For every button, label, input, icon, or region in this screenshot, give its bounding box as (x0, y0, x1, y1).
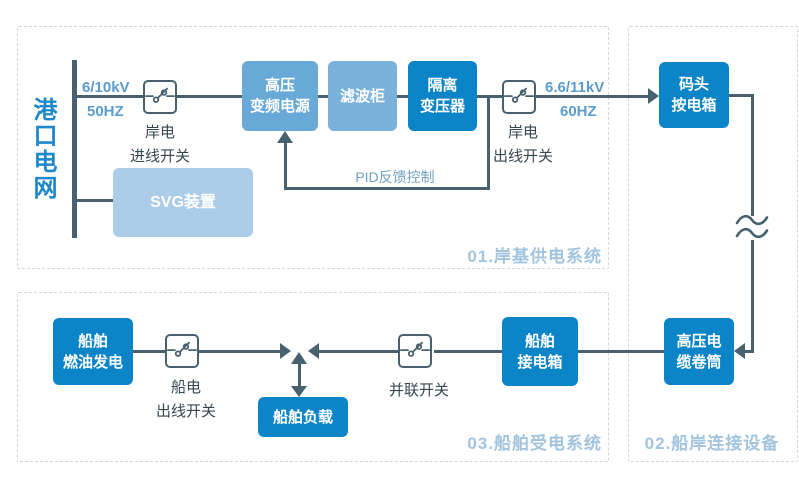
label-line: 出线开关 (155, 403, 216, 420)
dock-power-box-node: 码头 按电箱 (659, 62, 729, 128)
disconnect-switch-icon (504, 87, 534, 103)
arrow-left-icon (734, 343, 745, 359)
connector-dock-box-out (729, 94, 754, 97)
connector-drop-upper (751, 94, 754, 216)
input-frequency-label: 50HZ (87, 103, 124, 120)
pid-feedback-label: PID反馈控制 (355, 169, 435, 185)
node-label: 接电箱 (517, 353, 563, 371)
cable-break-icon (735, 214, 769, 239)
connector-outgoing-switch-to-dock-box (536, 95, 649, 98)
label-line: 出线开关 (492, 148, 553, 165)
pid-loop-left-line (284, 142, 287, 189)
ship-receive-box-node: 船舶 接电箱 (502, 317, 578, 386)
disconnect-switch-icon (145, 87, 175, 103)
parallel-switch-icon (398, 334, 432, 368)
arrow-down-icon (291, 386, 307, 397)
connector-ship-switch-to-junction (199, 350, 281, 353)
pid-loop-right-line (487, 96, 490, 190)
arrow-left-icon (308, 343, 319, 359)
ship-generator-node: 船舶 燃油发电 (53, 318, 133, 385)
arrow-up-icon (277, 131, 293, 143)
node-label: 滤波柜 (339, 87, 385, 105)
node-label: 变频电源 (249, 98, 310, 115)
node-label: SVG装置 (150, 194, 216, 211)
section-title-connection: 02.船岸连接设备 (644, 434, 780, 453)
label-line: 岸电 (144, 124, 175, 141)
output-frequency-label: 60HZ (560, 103, 597, 120)
arrow-right-icon (648, 88, 659, 104)
connector-generator-to-ship-switch (133, 350, 165, 353)
section-connection-frame (628, 26, 798, 462)
node-label: 高压电 (676, 332, 722, 350)
filter-cabinet-node: 滤波柜 (328, 61, 397, 131)
shore-outgoing-switch-label: 岸电 出线开关 (468, 121, 578, 169)
disconnect-switch-icon (400, 341, 430, 357)
label-line: 并联开关 (388, 382, 449, 399)
output-voltage-label: 6.6/11kV (545, 79, 605, 96)
shore-outgoing-switch-icon (502, 80, 536, 114)
node-label: 燃油发电 (62, 353, 123, 371)
shore-incoming-switch-icon (143, 80, 177, 114)
port-grid-label: 港口电网 (29, 97, 56, 201)
cable-reel-node: 高压电 缆卷筒 (664, 318, 734, 385)
section-title-shore-supply: 01.岸基供电系统 (467, 247, 602, 266)
arrow-right-icon (280, 343, 291, 359)
ship-load-node: 船舶负载 (258, 397, 348, 437)
node-label: 按电箱 (671, 97, 717, 114)
node-label: 隔离 (427, 77, 458, 94)
pid-loop-bottom-line (284, 187, 490, 190)
disconnect-switch-icon (167, 341, 197, 357)
node-label: 船舶负载 (272, 408, 333, 426)
connector-drop-lower (751, 240, 754, 353)
connector-busbar-to-incoming-switch (77, 95, 143, 98)
node-label: 船舶 (524, 332, 555, 350)
ship-outgoing-switch-label: 船电 出线开关 (131, 376, 241, 424)
label-line: 进线开关 (129, 148, 190, 165)
connector-parallel-switch-to-receive-box (434, 350, 502, 353)
busbar-line (72, 60, 77, 238)
arrow-up-icon (291, 352, 307, 364)
section-ship-receive-frame (17, 292, 609, 462)
node-label: 变压器 (419, 98, 465, 115)
label-line: 船电 (170, 379, 201, 396)
node-label: 高压 (264, 77, 295, 94)
svg-device-node: SVG装置 (113, 168, 253, 237)
node-label: 缆卷筒 (676, 353, 722, 371)
connector-receive-box-to-cable-reel (578, 350, 664, 353)
node-label: 码头 (678, 76, 709, 93)
section-title-ship-receive: 03.船舶受电系统 (467, 434, 602, 453)
connector-filter-to-transformer (397, 95, 408, 98)
ship-outgoing-switch-icon (165, 334, 199, 368)
connector-into-cable-reel (745, 350, 754, 353)
parallel-switch-label: 并联开关 (364, 379, 474, 403)
label-line: 岸电 (507, 124, 538, 141)
node-label: 船舶 (77, 332, 108, 350)
connector-incoming-switch-to-converter (177, 95, 242, 98)
connector-junction-to-ship-load (298, 360, 301, 387)
hv-converter-node: 高压 变频电源 (242, 61, 318, 131)
shore-incoming-switch-label: 岸电 进线开关 (105, 121, 215, 169)
section-shore-supply-frame (17, 26, 609, 269)
connector-busbar-to-svg-device (77, 199, 113, 202)
connector-converter-to-filter (318, 95, 328, 98)
connector-junction-to-parallel-switch (319, 350, 398, 353)
input-voltage-label: 6/10kV (82, 79, 130, 96)
isolation-transformer-node: 隔离 变压器 (408, 61, 477, 131)
